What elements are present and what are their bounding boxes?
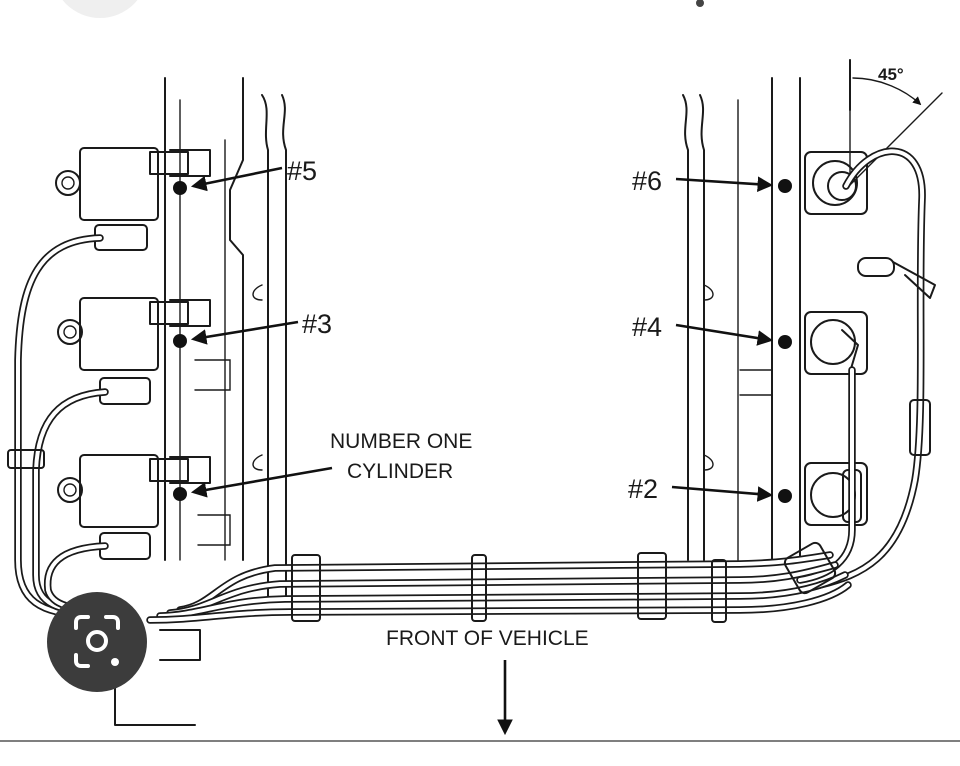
cyl1-marker-dot (173, 487, 187, 501)
front-harness (146, 541, 852, 624)
cyl1-arrow (190, 466, 333, 498)
coil-pack-5 (55, 147, 211, 251)
plug-tower-2 (804, 462, 868, 526)
cyl2-arrow (671, 485, 774, 502)
plug-tower-6 (804, 151, 868, 215)
cyl4-arrow (675, 323, 774, 346)
right-cylinder-bank (682, 59, 851, 561)
cyl4-marker-dot (778, 335, 792, 349)
camera-lens-button[interactable] (47, 592, 147, 692)
cyl4-label: #4 (632, 312, 662, 342)
cyl3-label: #3 (302, 309, 332, 339)
cyl5-label: #5 (287, 156, 317, 186)
camera-lens-icon (74, 615, 120, 668)
wire-from-6 (816, 147, 936, 589)
number-one-cylinder-line1: NUMBER ONE (330, 430, 472, 453)
cyl5-marker-dot (173, 181, 187, 195)
cyl5-arrow (190, 166, 283, 192)
wire-from-4 (796, 366, 856, 584)
cyl2-marker-dot (778, 489, 792, 503)
angle-annotation: 45° (849, 59, 943, 186)
cyl6-arrow (675, 176, 774, 192)
cyl6-marker-dot (778, 179, 792, 193)
angle-label: 45° (878, 65, 904, 84)
number-one-cylinder-line2: CYLINDER (347, 460, 453, 483)
top-dot-icon (696, 0, 704, 7)
cyl3-arrow (190, 320, 299, 345)
top-circle-button[interactable] (52, 0, 148, 18)
cyl3-marker-dot (173, 334, 187, 348)
cyl6-label: #6 (632, 166, 662, 196)
front-of-vehicle-label: FRONT OF VEHICLE (386, 627, 589, 650)
coil-pack-1 (57, 454, 211, 560)
plug-tower-4 (804, 311, 868, 375)
coil-pack-3 (57, 297, 211, 405)
cyl2-label: #2 (628, 474, 658, 504)
